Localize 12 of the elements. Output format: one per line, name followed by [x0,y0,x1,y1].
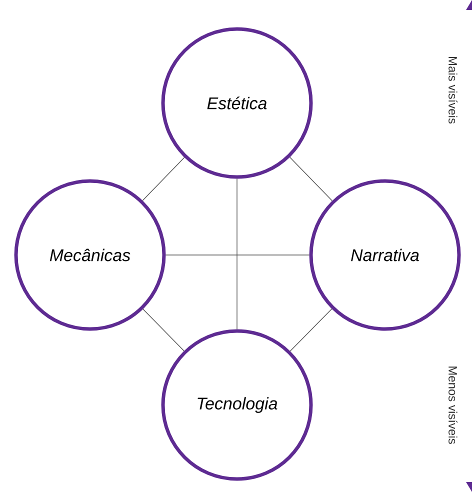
connector-line [165,254,310,256]
connector-line [142,308,184,352]
circle-node: Narrativa [309,179,461,331]
connector-line [289,156,333,202]
connector-line [142,157,185,201]
side-label: Menos visíveis [448,366,458,444]
circle-node: Mecânicas [14,179,166,331]
circle-node: Estética [161,27,313,179]
connector-line [236,178,238,330]
circle-node: Tecnologia [161,329,313,481]
connector-line [290,308,332,352]
side-label: Mais visíveis [448,56,458,124]
